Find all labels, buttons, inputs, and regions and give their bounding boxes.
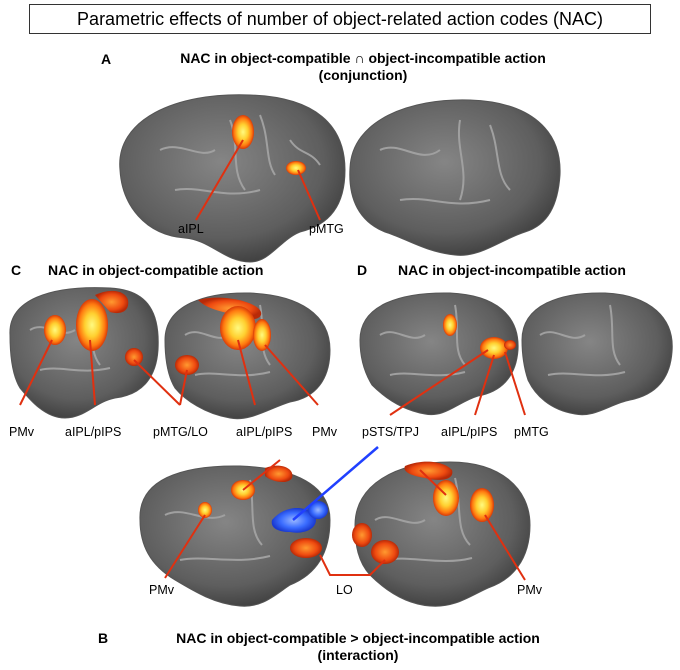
panel-b-brain-left (139, 465, 331, 607)
pointer-d-pmtg (504, 351, 526, 416)
panel-b-activation-lo-right (371, 540, 399, 564)
panel-c-activation-pmv-right (253, 319, 271, 351)
pointer-b-lo (319, 554, 386, 576)
pointer-c-aipl-pips-left (89, 339, 96, 406)
label-c-pmv-left: PMv (9, 425, 34, 439)
panel-a-activation-aipl (232, 115, 254, 149)
figure-header: Parametric effects of number of object-r… (29, 4, 651, 34)
pointer-c-aipl-pips-right (237, 339, 256, 406)
panel-a-title: NAC in object-compatible ∩ object-incomp… (128, 50, 598, 84)
panel-c-letter: C (11, 262, 22, 278)
label-a-aipl: aIPL (178, 222, 204, 236)
panel-d-title: NAC in object-incompatible action (398, 262, 626, 278)
label-c-aipl-pips-right: aIPL/pIPS (236, 425, 293, 439)
label-c-pmv-right: PMv (312, 425, 337, 439)
panel-a-brain-left (119, 94, 346, 263)
pointer-c-pmv-right (264, 344, 319, 406)
label-a-pmtg: pMTG (309, 222, 344, 236)
label-b-pmv-right: PMv (517, 583, 542, 597)
panel-a-title-line2: (conjunction) (318, 67, 408, 83)
panel-b-letter: B (98, 630, 109, 646)
pointer-b-aipl-left (242, 459, 281, 491)
label-c-pmtg-lo: pMTG/LO (153, 425, 208, 439)
pointer-b-aipl-right (419, 469, 447, 496)
label-d-psts-tpj: pSTS/TPJ (362, 425, 419, 439)
panel-c-title: NAC in object-compatible action (48, 262, 264, 278)
panel-d-brain-left (359, 292, 519, 416)
pointer-a-aipl (195, 139, 244, 221)
panel-b-activation-dorsal-right (404, 461, 453, 480)
panel-a-brain-right (349, 99, 561, 256)
pointer-c-pmtg-lo-a (133, 359, 181, 406)
panel-c-activation-aipl-pips-right (220, 306, 256, 350)
pointer-c-pmv-left (19, 339, 53, 406)
panel-b-activation-dorsal-left (265, 465, 293, 483)
pointer-d-aipl-pips (474, 354, 495, 416)
panel-b-activation-occipital (352, 523, 372, 547)
pointer-b-pmv-left (164, 514, 206, 579)
panel-a-activation-pmtg (286, 161, 306, 175)
panel-a-letter: A (101, 51, 112, 67)
label-d-pmtg: pMTG (514, 425, 549, 439)
pointer-b-psts-tpj (292, 446, 379, 521)
panel-c-activation-pmtg-lo-right (175, 355, 199, 375)
panel-a-title-line1: NAC in object-compatible ∩ object-incomp… (180, 50, 546, 66)
label-d-aipl-pips: aIPL/pIPS (441, 425, 498, 439)
panel-d-letter: D (357, 262, 368, 278)
pointer-b-pmv-right (484, 514, 526, 581)
panel-b-deactivation-small (308, 501, 328, 519)
panel-c-activation-dorsal-left (95, 290, 129, 314)
pointer-c-pmtg-lo-b (179, 369, 188, 406)
label-b-pmv-left: PMv (149, 583, 174, 597)
panel-d-activation-pmtg (504, 340, 516, 350)
panel-b-title: NAC in object-compatible > object-incomp… (128, 630, 588, 664)
panel-b-title-line1: NAC in object-compatible > object-incomp… (176, 630, 540, 646)
panel-b-activation-pmv-right (470, 488, 494, 522)
panel-b-title-line2: (interaction) (317, 647, 399, 663)
panel-d-brain-right (521, 292, 673, 416)
label-b-lo: LO (336, 583, 353, 597)
panel-b-activation-lo-left (290, 538, 322, 558)
panel-d-activation-aipl-pips (480, 337, 508, 359)
pointer-a-pmtg (297, 169, 321, 221)
panel-c-activation-pmv-left (44, 315, 66, 345)
panel-b-activation-pmv-left (198, 502, 212, 518)
label-c-aipl-pips-left: aIPL/pIPS (65, 425, 122, 439)
panel-c-activation-aipl-pips-left (76, 299, 108, 351)
panel-d-activation-dorsal (443, 314, 457, 336)
panel-c-activation-pmtg-lo-left (125, 348, 143, 366)
pointer-d-psts-tpj (389, 349, 489, 416)
figure-title: Parametric effects of number of object-r… (77, 9, 603, 29)
